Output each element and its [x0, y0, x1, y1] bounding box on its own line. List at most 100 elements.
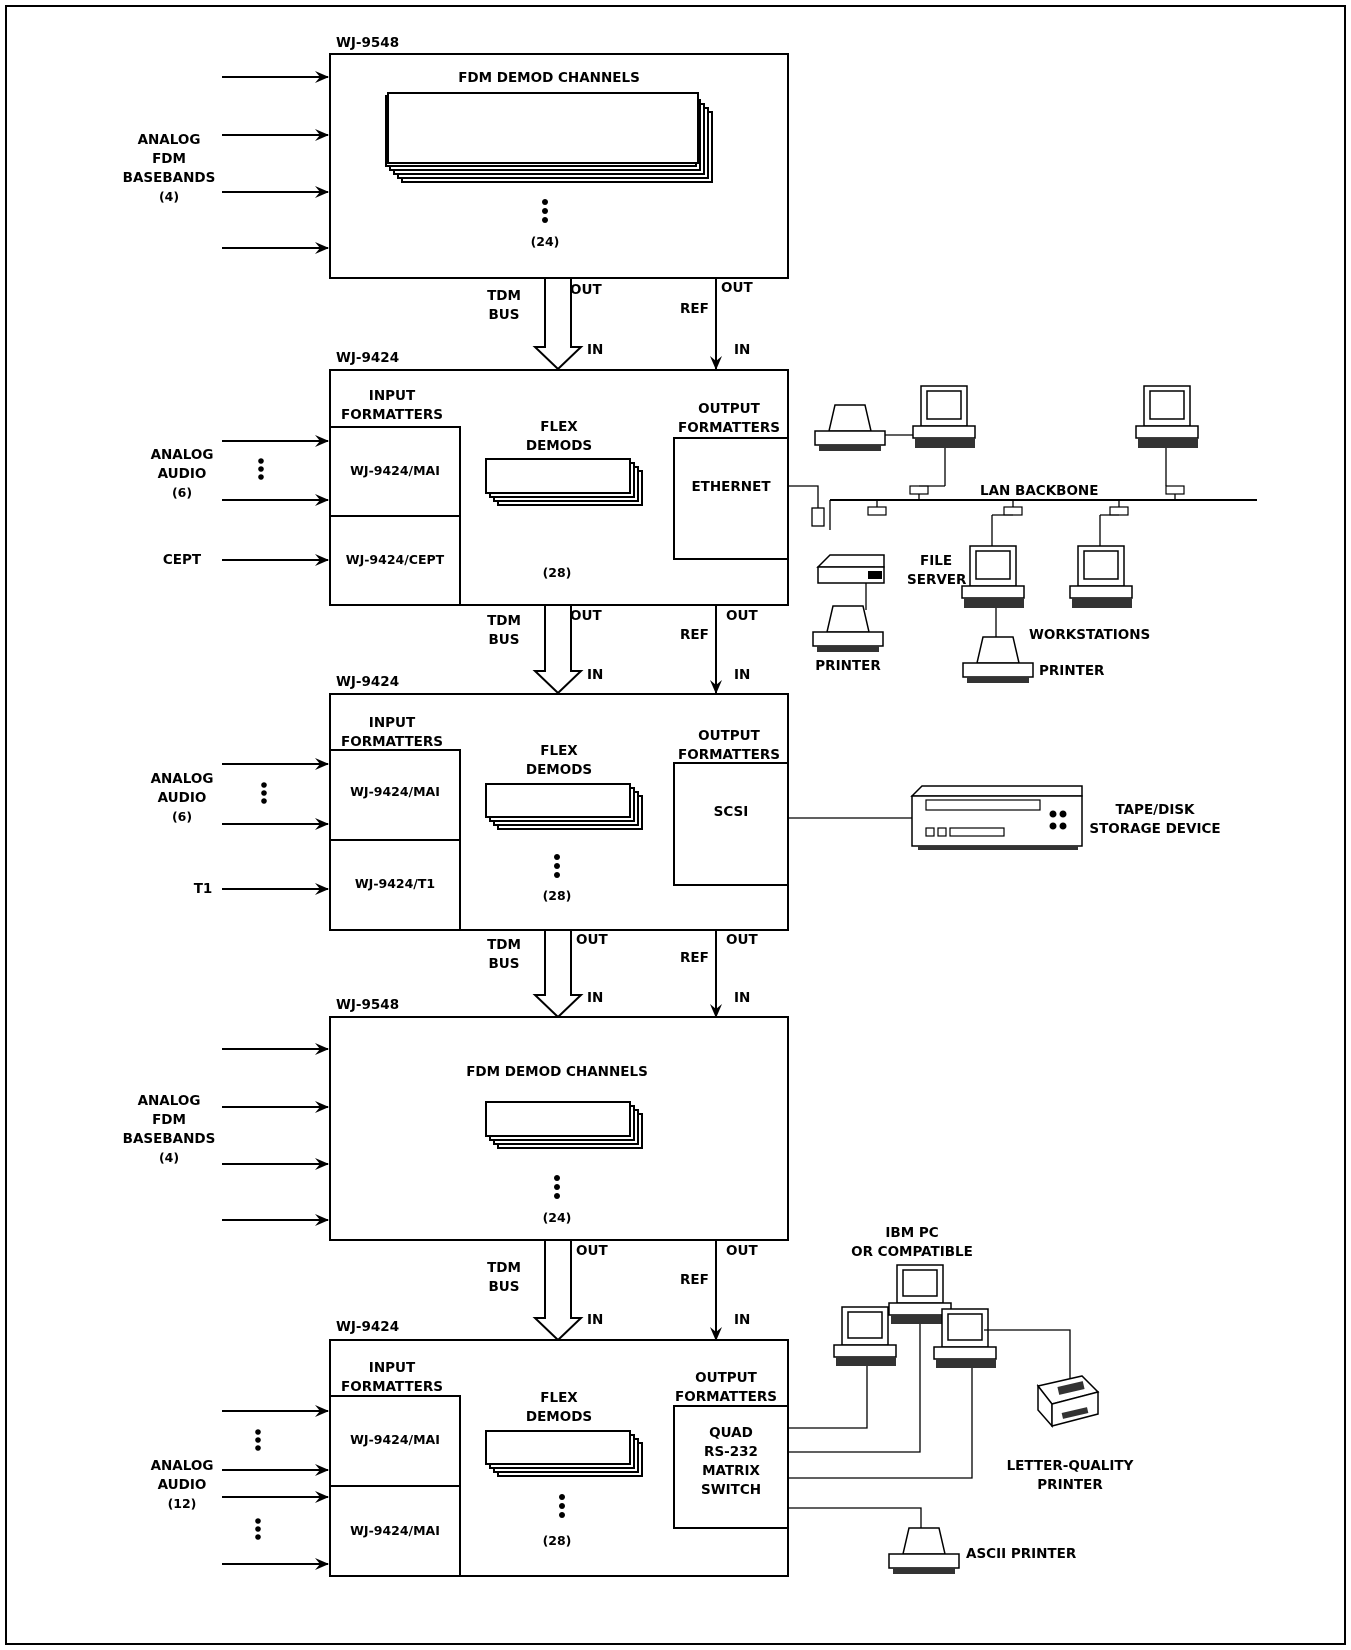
input-label-line: ANALOG: [138, 132, 201, 148]
workstation-icon: [912, 385, 976, 448]
output-formatter-label: RS-232: [704, 1444, 758, 1460]
ascii-printer-label: ASCII PRINTER: [966, 1546, 1077, 1562]
output-formatter-box: [673, 437, 789, 560]
out-label: OUT: [726, 608, 758, 624]
ascii-printer-icon: [888, 1527, 960, 1574]
input-label-line: FDM: [152, 151, 186, 167]
ref-label: REF: [680, 301, 709, 317]
ellipsis-icon: [554, 854, 560, 878]
input-label-line: ANALOG: [151, 771, 214, 787]
file-server-label: FILE: [920, 553, 952, 569]
formatter-label: WJ-9424/MAI: [350, 784, 440, 799]
formatter-box: [329, 1395, 461, 1487]
flex-demod-stack: [485, 783, 643, 830]
in-label: IN: [587, 1312, 603, 1328]
bus-link-3: TDM BUS OUT IN REF OUT IN: [487, 930, 758, 1019]
output-formatters-title: OUTPUT: [695, 1370, 758, 1386]
storage-label: STORAGE DEVICE: [1089, 821, 1220, 837]
printer-label: PRINTER: [815, 658, 881, 674]
ibm-pc-icon: [888, 1264, 952, 1324]
input-formatters-title: FORMATTERS: [341, 734, 443, 750]
bus-link-1: TDM BUS OUT IN REF OUT IN: [487, 278, 753, 371]
output-formatters-title: OUTPUT: [698, 728, 761, 744]
unit-model-label: WJ-9548: [336, 35, 399, 51]
file-server-icon: [816, 554, 885, 584]
output-formatter-label: QUAD: [709, 1425, 753, 1441]
input-label-line: BASEBANDS: [123, 170, 216, 186]
flex-demod-stack: [485, 458, 643, 506]
input-label-line: CEPT: [163, 552, 202, 568]
demod-count: (28): [543, 888, 572, 903]
formatter-box: [329, 426, 461, 517]
printer-label: PRINTER: [1039, 663, 1105, 679]
output-formatters-title: FORMATTERS: [675, 1389, 777, 1405]
tap-icon: [867, 500, 887, 516]
ibm-pc-label: OR COMPATIBLE: [851, 1244, 973, 1260]
out-label: OUT: [726, 1243, 758, 1259]
in-label: IN: [587, 342, 603, 358]
storage-label: TAPE/DISK: [1115, 802, 1195, 818]
in-label: IN: [734, 1312, 750, 1328]
ellipsis-icon: [255, 1429, 261, 1451]
workstation-icon: [1069, 545, 1133, 608]
input-label-line: AUDIO: [158, 790, 207, 806]
ref-label: REF: [680, 1272, 709, 1288]
channel-count: (24): [531, 234, 560, 249]
bus-label: BUS: [489, 956, 520, 972]
tdm-label: TDM: [487, 1260, 521, 1276]
printer-icon: [812, 605, 884, 652]
input-label-line: ANALOG: [138, 1093, 201, 1109]
workstations-label: WORKSTATIONS: [1029, 627, 1150, 643]
unit-wj9424-rs232: WJ-9424 INPUT FORMATTERS WJ-9424/MAI WJ-…: [151, 1319, 789, 1577]
printer-icon: [962, 636, 1034, 683]
transceiver-icon: [811, 507, 825, 527]
unit-model-label: WJ-9424: [336, 674, 399, 690]
formatter-label: WJ-9424/T1: [355, 876, 435, 891]
input-label-line: (12): [168, 1496, 197, 1511]
ellipsis-icon: [542, 199, 548, 223]
output-formatters-title: FORMATTERS: [678, 420, 780, 436]
letter-printer-label: LETTER-QUALITY: [1007, 1458, 1134, 1474]
out-label: OUT: [726, 932, 758, 948]
out-label: OUT: [721, 280, 753, 296]
unit-wj9424-scsi: WJ-9424 INPUT FORMATTERS WJ-9424/MAI WJ-…: [151, 674, 789, 931]
in-label: IN: [587, 990, 603, 1006]
formatter-label: WJ-9424/MAI: [350, 1523, 440, 1538]
formatter-label: WJ-9424/MAI: [350, 463, 440, 478]
file-server-label: SERVER: [907, 572, 967, 588]
out-label: OUT: [570, 282, 602, 298]
input-label-line: (6): [172, 809, 192, 824]
ellipsis-icon: [255, 1518, 261, 1540]
flex-title: DEMODS: [526, 438, 592, 454]
flex-title: FLEX: [540, 1390, 578, 1406]
output-formatter-label: MATRIX: [702, 1463, 760, 1479]
output-formatter-box: [673, 762, 789, 886]
output-formatters-title: OUTPUT: [698, 401, 761, 417]
in-label: IN: [734, 990, 750, 1006]
input-label-line: (4): [159, 189, 179, 204]
flex-demod-stack: [485, 1430, 643, 1477]
output-formatter-label: SCSI: [714, 804, 749, 820]
unit-wj9424-ethernet: WJ-9424 INPUT FORMATTERS WJ-9424/MAI WJ-…: [151, 350, 789, 606]
letter-quality-printer-icon: [1036, 1375, 1100, 1428]
output-formatters-title: FORMATTERS: [678, 747, 780, 763]
formatter-box: [329, 1485, 461, 1577]
ellipsis-icon: [258, 458, 264, 480]
section-title: FDM DEMOD CHANNELS: [458, 70, 640, 86]
ellipsis-icon: [554, 1175, 560, 1199]
bus-label: BUS: [489, 307, 520, 323]
output-formatter-label: SWITCH: [701, 1482, 761, 1498]
flex-title: DEMODS: [526, 1409, 592, 1425]
channel-stack: [485, 1101, 643, 1149]
channel-stack: [385, 92, 713, 183]
input-label-line: ANALOG: [151, 447, 214, 463]
out-label: OUT: [576, 1243, 608, 1259]
output-formatter-label: ETHERNET: [691, 479, 771, 495]
demod-count: (28): [543, 1533, 572, 1548]
workstation-icon: [961, 545, 1025, 608]
workstation-icon: [1135, 385, 1199, 448]
output-formatter-box: [673, 1405, 789, 1529]
unit-model-label: WJ-9548: [336, 997, 399, 1013]
tdm-label: TDM: [487, 937, 521, 953]
